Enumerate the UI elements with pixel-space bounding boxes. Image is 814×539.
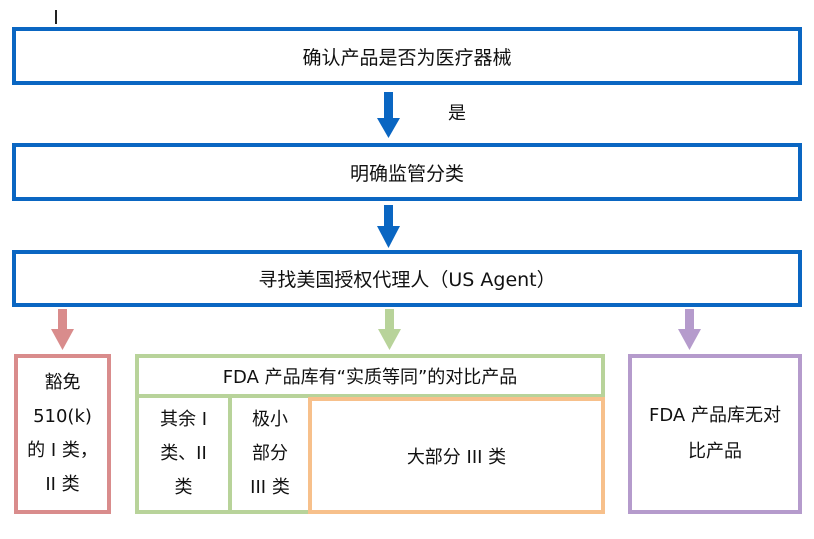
sub-class-i-ii-line-1: 其余 I [159, 409, 208, 430]
arrow-step1-to-step2 [377, 92, 400, 138]
sub-most-class-iii: 大部分 III 类 [308, 397, 605, 514]
arrow-to-substantial-equivalence [378, 309, 401, 350]
branch-exempt-text: 豁免 510(k) 的 I 类， II 类 [27, 366, 98, 502]
sub-class-i-ii-text: 其余 I 类、II 类 [160, 403, 207, 505]
arrow-step2-to-step3 [377, 205, 400, 248]
sub-most-class-iii-label: 大部分 III 类 [406, 446, 507, 468]
arrow-to-no-predicate [678, 309, 701, 350]
step-classification-label: 明确监管分类 [349, 162, 464, 185]
sub-class-i-ii-line-2: 类、II [160, 443, 207, 464]
branch-exempt-line-1: 豁免 [44, 372, 81, 393]
yes-label: 是 [448, 103, 466, 124]
branch-no-predicate-text: FDA 产品库无对 比产品 [649, 398, 781, 470]
branch-exempt-line-2: 510(k) [33, 406, 92, 427]
step-confirm-label: 确认产品是否为医疗器械 [302, 46, 512, 69]
step-confirm-medical-device: 确认产品是否为医疗器械 [12, 27, 802, 85]
step-us-agent-label: 寻找美国授权代理人（US Agent） [258, 269, 556, 291]
step-us-agent: 寻找美国授权代理人（US Agent） [12, 250, 802, 307]
branch-substantial-equivalence: FDA 产品库有“实质等同”的对比产品 [135, 354, 605, 398]
sub-class-i-ii-line-3: 类 [174, 477, 193, 498]
sub-few-class-iii-line-3: III 类 [250, 477, 290, 498]
branch-no-predicate: FDA 产品库无对 比产品 [628, 354, 802, 514]
branch-substantial-equivalence-label: FDA 产品库有“实质等同”的对比产品 [222, 367, 518, 388]
branch-no-predicate-line-2: 比产品 [688, 441, 742, 462]
branch-exempt-line-4: II 类 [45, 474, 80, 495]
arrow-to-exempt [51, 309, 74, 350]
sub-few-class-iii-line-2: 部分 [252, 443, 288, 464]
sub-few-class-iii-text: 极小 部分 III 类 [250, 403, 290, 505]
edge-mark [55, 10, 57, 24]
branch-no-predicate-line-1: FDA 产品库无对 [649, 405, 781, 426]
branch-exempt-line-3: 的 I 类， [27, 440, 98, 461]
step-classification: 明确监管分类 [12, 143, 802, 201]
branch-exempt-510k: 豁免 510(k) 的 I 类， II 类 [14, 354, 111, 514]
sub-few-class-iii-line-1: 极小 [252, 409, 288, 430]
sub-class-i-ii: 其余 I 类、II 类 [135, 394, 232, 514]
